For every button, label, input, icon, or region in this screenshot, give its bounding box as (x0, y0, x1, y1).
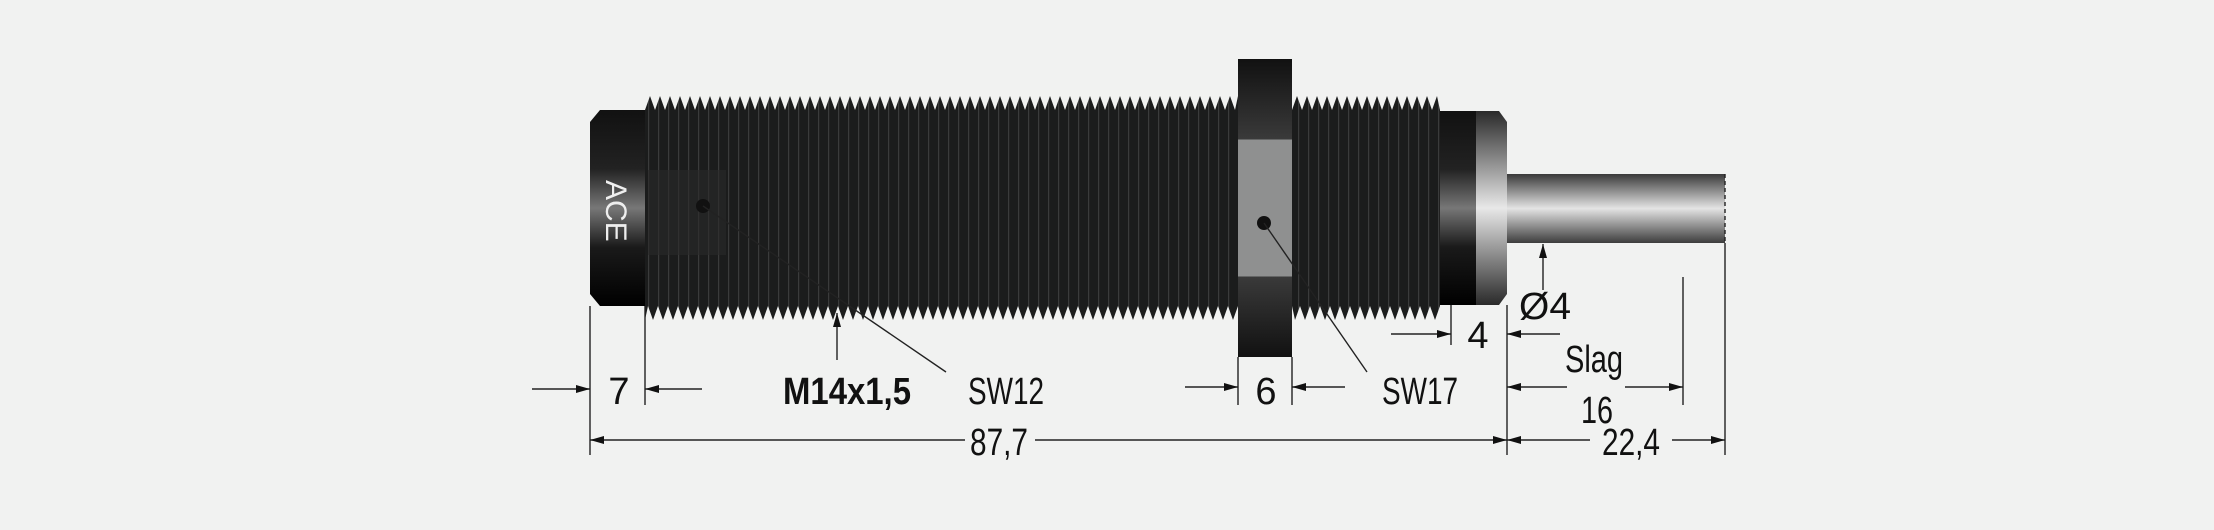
end-cap-left (590, 110, 645, 306)
dim-end-label: 4 (1467, 315, 1488, 357)
sw12-label: SW12 (968, 371, 1044, 413)
end-cap-right (1440, 111, 1476, 305)
hex-recess (648, 170, 726, 255)
dimension-arrows (532, 244, 1725, 444)
bearing-ring (1476, 111, 1507, 305)
rod-extension-label: 22,4 (1602, 422, 1660, 464)
stroke-value: 16 (1581, 390, 1613, 432)
overall-length-label: 87,7 (970, 422, 1028, 464)
leader-sw17 (1263, 222, 1368, 373)
dim-cap-label: 7 (608, 371, 629, 413)
dim-nut-label: 6 (1255, 371, 1276, 413)
thread-label: M14x1,5 (783, 371, 911, 413)
leader-sw12 (702, 205, 947, 373)
rod-diameter-label: Ø4 (1519, 286, 1571, 328)
lock-nut (1238, 59, 1292, 357)
thread-body-right (1292, 96, 1440, 320)
stroke-label: Slag (1565, 339, 1623, 381)
thread-body-left (645, 96, 1238, 320)
brand-logo: ACE (599, 180, 632, 242)
sw17-label: SW17 (1382, 371, 1458, 413)
piston-rod (1507, 174, 1725, 243)
